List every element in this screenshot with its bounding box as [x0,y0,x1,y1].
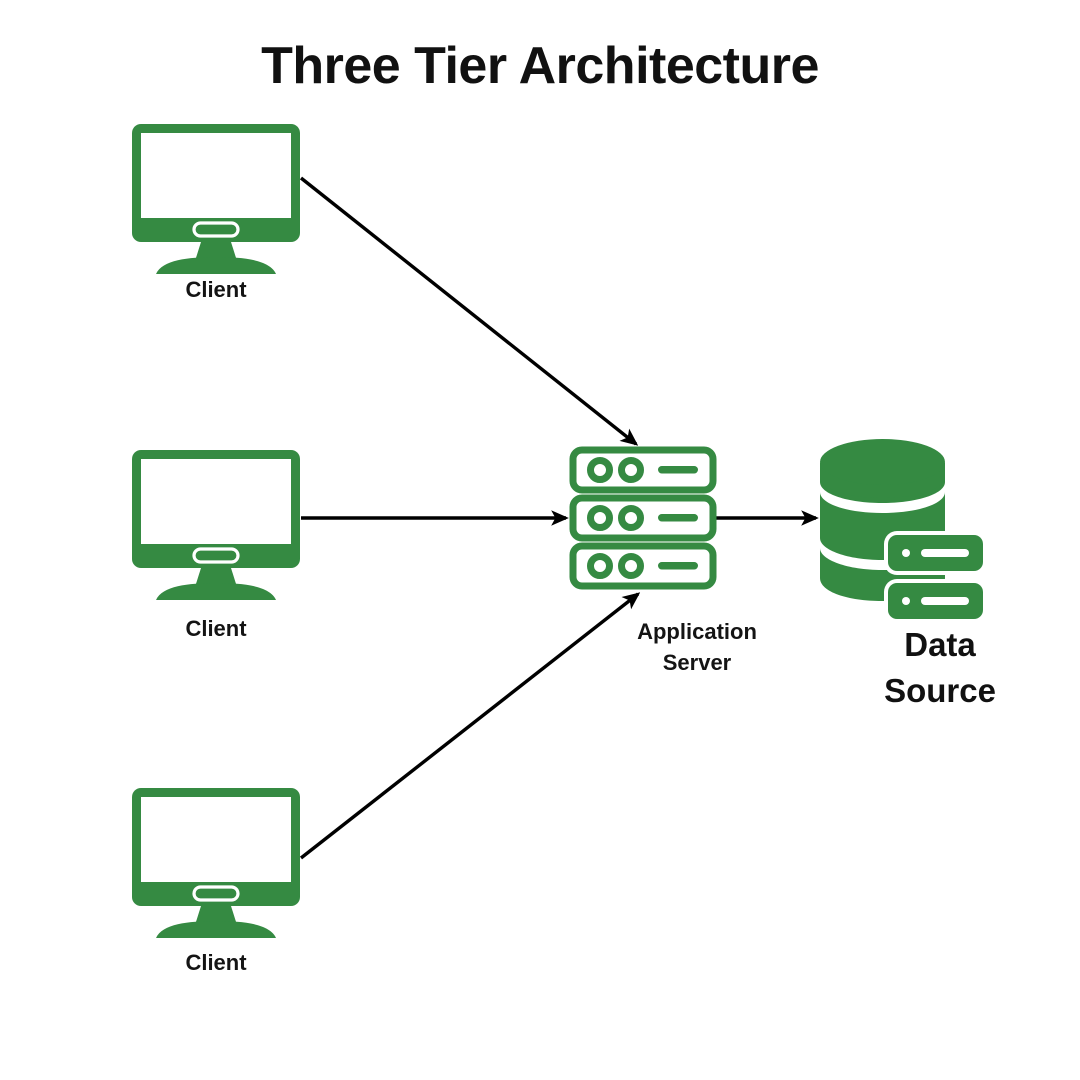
desktop-monitor-icon [130,448,302,602]
server-unit-bottom-icon [573,546,713,586]
node-data-source[interactable]: Data Source [820,439,996,709]
data-block-upper-icon [888,535,983,571]
app-server-label-line1: Application [637,619,757,644]
data-block-lower-icon [888,583,983,619]
desktop-monitor-icon [130,786,302,940]
connection-layer [299,176,819,860]
client-1-label: Client [185,277,247,302]
data-source-label-line1: Data [904,626,976,663]
server-unit-middle-icon [573,498,713,538]
node-client-2[interactable]: Client [130,448,302,641]
client-3-label: Client [185,950,247,975]
data-source-blocks [884,531,987,623]
node-client-3[interactable]: Client [130,786,302,975]
node-client-1[interactable]: Client [130,122,302,302]
connection-client1-to-app-server [299,176,639,446]
connection-client3-to-app-server [299,592,641,860]
node-application-server[interactable]: Application Server [573,450,757,675]
database-cylinder-icon [820,439,945,601]
desktop-monitor-icon [130,122,302,276]
client-2-label: Client [185,616,247,641]
server-unit-top-icon [573,450,713,490]
data-source-label-line2: Source [884,672,996,709]
page-title: Three Tier Architecture [261,37,819,95]
app-server-label-line2: Server [663,650,732,675]
